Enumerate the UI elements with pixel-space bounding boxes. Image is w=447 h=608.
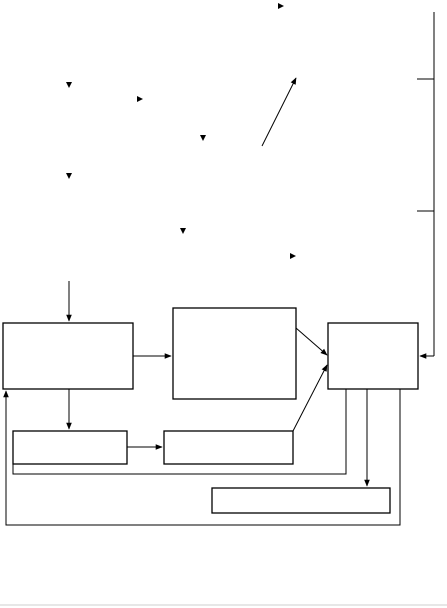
arrowhead-mark [278,3,284,9]
diagonal-arrow [261,77,297,147]
right-bracket [417,12,435,359]
box-lower-center [163,430,294,465]
feedback-loop-inner [12,389,347,475]
arrow-center-to-right [295,327,328,356]
arrowhead-mark [290,253,296,259]
arrowhead-mark [200,135,206,141]
box-center [172,307,297,400]
box-lower-left [12,430,128,465]
arrowhead-mark [180,228,186,234]
arrowhead-mark [66,173,72,179]
arrow-lower-center-to-right [292,364,328,432]
upper-arrow-marks [66,3,296,259]
arrowhead-mark [66,82,72,88]
arrowhead-mark [137,96,143,102]
box-left [2,322,134,390]
box-right [327,322,419,390]
feedback-loop-outer [3,389,401,526]
box-bottom-wide [211,487,391,514]
